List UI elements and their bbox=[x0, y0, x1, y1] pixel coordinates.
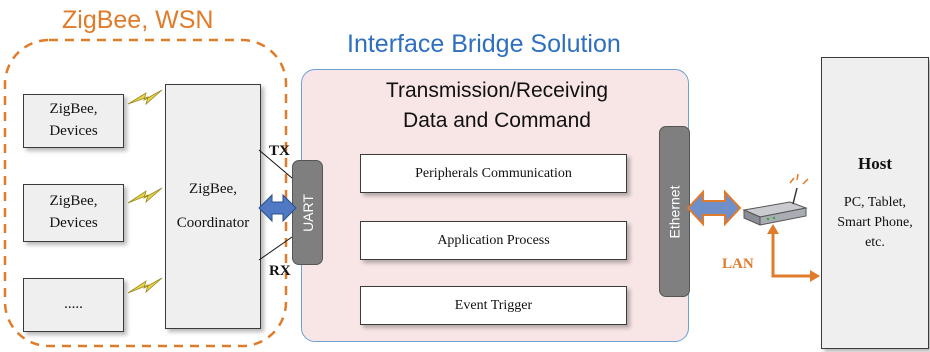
host-box: Host PC, Tablet, Smart Phone, etc. bbox=[821, 57, 929, 349]
lightning-icon bbox=[127, 277, 163, 294]
host-desc-line: PC, Tablet, bbox=[843, 194, 907, 210]
rx-label: RX bbox=[269, 263, 291, 279]
wsn-title: ZigBee, WSN bbox=[62, 6, 214, 34]
coordinator-uart-arrow bbox=[258, 193, 297, 223]
zigbee-device-box: ..... bbox=[23, 278, 124, 332]
device-label-ellipsis: ..... bbox=[64, 296, 83, 313]
host-desc-line: Smart Phone, bbox=[837, 214, 913, 230]
bridge-heading-line2: Data and Command bbox=[403, 109, 591, 132]
lan-label: LAN bbox=[722, 256, 754, 272]
module-event-trigger: Event Trigger bbox=[360, 286, 627, 325]
lightning-icon bbox=[127, 89, 163, 106]
coordinator-label-line1: ZigBee, bbox=[189, 180, 237, 197]
tx-label: TX bbox=[269, 143, 290, 159]
coordinator-label-line2: Coordinator bbox=[176, 214, 250, 231]
host-desc-line: etc. bbox=[865, 235, 885, 251]
module-peripherals-communication: Peripherals Communication bbox=[360, 154, 627, 193]
device-label-line1: ZigBee, bbox=[49, 193, 98, 210]
ethernet-router-arrow bbox=[686, 189, 742, 227]
zigbee-device-box: ZigBee, Devices bbox=[23, 184, 124, 242]
router-icon bbox=[742, 173, 809, 226]
host-title: Host bbox=[858, 154, 892, 173]
module-application-process: Application Process bbox=[360, 221, 627, 260]
tx-line bbox=[258, 149, 293, 179]
device-label-line2: Devices bbox=[49, 215, 98, 231]
lan-arrowhead bbox=[810, 270, 820, 282]
uart-port: UART bbox=[292, 160, 323, 265]
ethernet-port: Ethernet bbox=[659, 126, 690, 297]
host-description: PC, Tablet, Smart Phone, etc. bbox=[837, 193, 912, 254]
bridge-heading: Transmission/Receiving Data and Command bbox=[344, 76, 650, 136]
rx-line bbox=[258, 236, 293, 261]
device-label-line1: ZigBee, bbox=[49, 101, 98, 118]
lan-arrowhead bbox=[767, 224, 779, 234]
bridge-title: Interface Bridge Solution bbox=[347, 30, 621, 58]
lan-connection-line bbox=[771, 230, 812, 278]
device-label-line2: Devices bbox=[49, 123, 98, 139]
zigbee-coordinator-box: ZigBee, Coordinator bbox=[165, 84, 261, 329]
zigbee-device-box: ZigBee, Devices bbox=[23, 94, 124, 148]
lightning-icon bbox=[127, 187, 163, 204]
bridge-heading-line1: Transmission/Receiving bbox=[385, 79, 609, 102]
